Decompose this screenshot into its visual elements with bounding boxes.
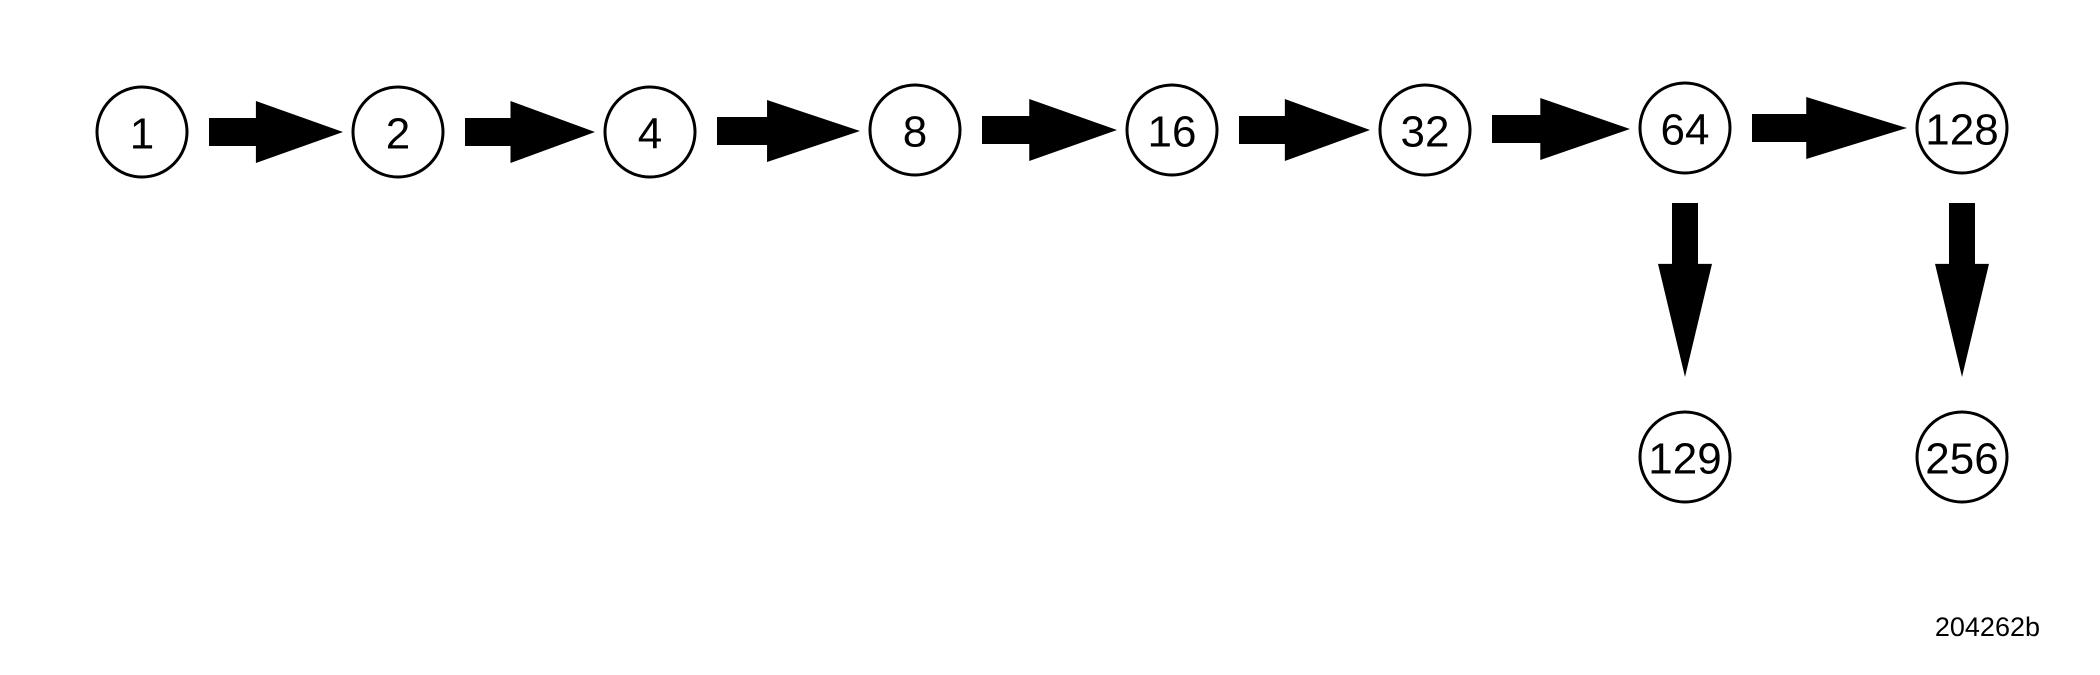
node-label: 8 [903, 108, 927, 157]
node-circle [1125, 83, 1219, 177]
nodes-layer: 1 2 4 8 16 32 64 128 129 256 [95, 81, 2009, 504]
node-circle [1915, 410, 2009, 504]
node-circle [95, 85, 189, 179]
arrow-n2-to-n4 [465, 101, 595, 163]
node-label: 16 [1148, 108, 1197, 157]
node-label: 1 [130, 110, 154, 159]
node-2: 2 [351, 85, 445, 179]
node-16: 16 [1125, 83, 1219, 177]
arrow-n4-to-n8 [717, 100, 860, 162]
node-circle [1915, 81, 2009, 175]
node-64: 64 [1638, 81, 1732, 175]
arrow-n8-to-n16 [982, 99, 1117, 161]
node-4: 4 [603, 85, 697, 179]
node-circle [1638, 410, 1732, 504]
node-32: 32 [1378, 83, 1472, 177]
figure-id-label: 204262b [1934, 612, 2040, 642]
node-label: 32 [1401, 108, 1450, 157]
node-128: 128 [1915, 81, 2009, 175]
node-1: 1 [95, 85, 189, 179]
node-256: 256 [1915, 410, 2009, 504]
arrow-n32-to-n64 [1492, 98, 1630, 160]
node-129: 129 [1638, 410, 1732, 504]
node-label: 4 [638, 110, 662, 159]
node-circle [1378, 83, 1472, 177]
node-label: 128 [1925, 106, 1998, 155]
node-circle [1638, 81, 1732, 175]
node-label: 2 [386, 110, 410, 159]
node-label: 129 [1648, 435, 1721, 484]
arrow-n1-to-n2 [209, 101, 343, 163]
node-circle [351, 85, 445, 179]
edges-layer [209, 97, 1989, 377]
node-label: 256 [1925, 435, 1998, 484]
node-label: 64 [1661, 106, 1710, 155]
arrow-n128-to-n256 [1935, 203, 1989, 377]
arrow-n16-to-n32 [1239, 99, 1370, 161]
node-8: 8 [868, 83, 962, 177]
arrow-n64-to-n129 [1658, 203, 1712, 377]
node-circle [868, 83, 962, 177]
arrow-n64-to-n128 [1752, 97, 1907, 159]
node-circle [603, 85, 697, 179]
